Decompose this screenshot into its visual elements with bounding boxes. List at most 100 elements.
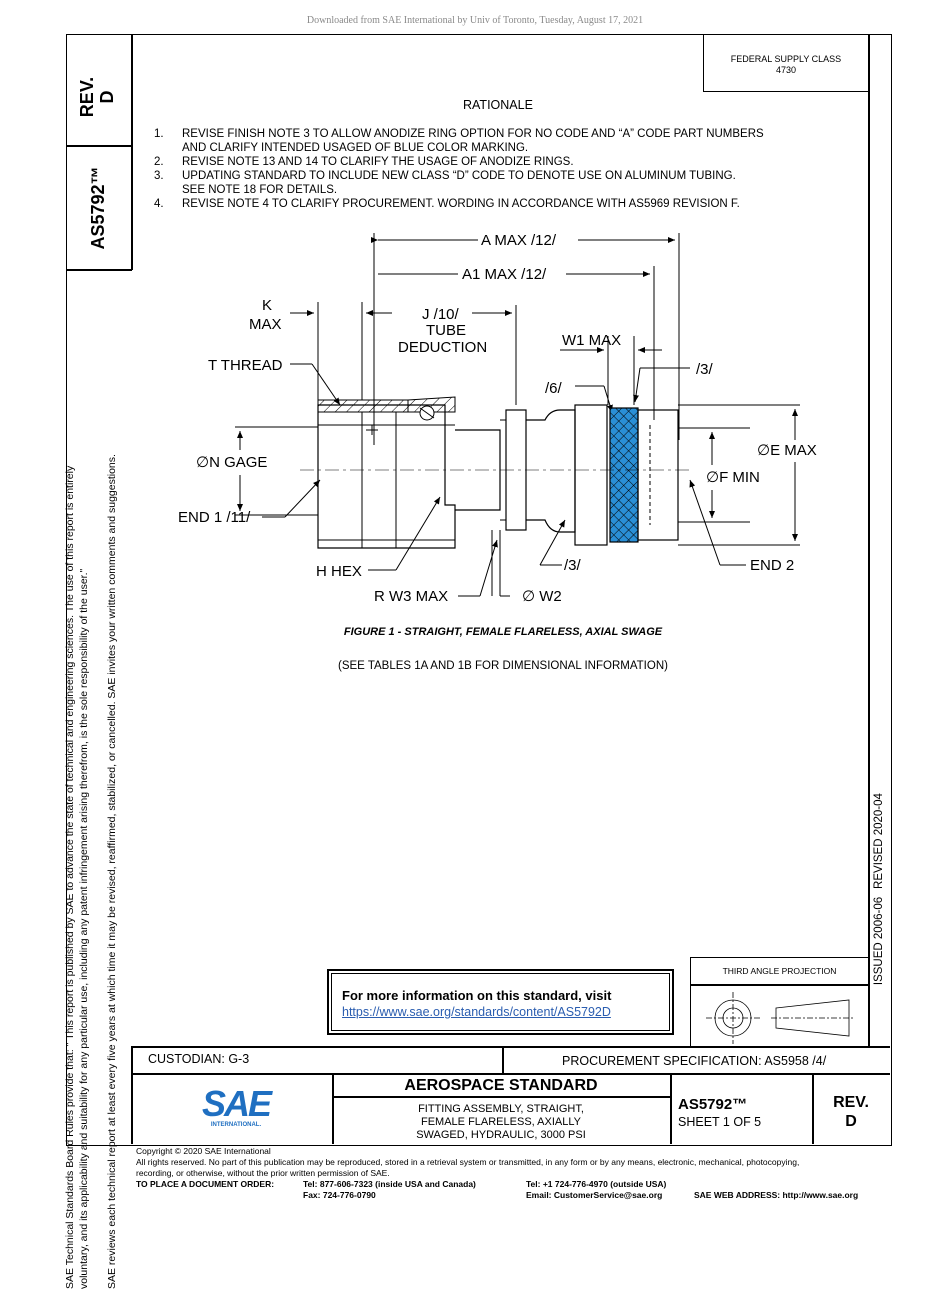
side-doc-number: AS5792™ bbox=[88, 166, 108, 250]
neck bbox=[526, 409, 576, 533]
info-box-link[interactable]: https://www.sae.org/standards/content/AS… bbox=[342, 1005, 611, 1019]
label-deduction: DEDUCTION bbox=[398, 339, 487, 356]
side-disclaimer-3: SAE reviews each technical report at lea… bbox=[106, 454, 118, 1289]
rationale-title: RATIONALE bbox=[463, 98, 533, 112]
title-description-line: FEMALE FLARELESS, AXIALLY bbox=[421, 1116, 581, 1128]
title-block-divider-3 bbox=[670, 1073, 672, 1144]
swage-body bbox=[574, 404, 608, 546]
label-w1-max: W1 MAX bbox=[562, 332, 621, 349]
side-disclaimer-2: voluntary, and its applicability and sui… bbox=[78, 568, 90, 1289]
label-end1: END 1 /11/ bbox=[178, 509, 251, 526]
nut-thread-hatch bbox=[317, 399, 409, 413]
label-n-gage: ∅N GAGE bbox=[196, 454, 267, 471]
info-box: For more information on this standard, v… bbox=[327, 969, 674, 1035]
rationale-list: 1. REVISE FINISH NOTE 3 TO ALLOW ANODIZE … bbox=[154, 127, 854, 211]
label-a-max: A MAX /12/ bbox=[481, 232, 557, 249]
rationale-item-number bbox=[154, 141, 182, 155]
fitting-drawing: A MAX /12/ A1 MAX /12/ K MAX J /10/ TUBE… bbox=[178, 232, 817, 605]
label-t-thread: T THREAD bbox=[208, 357, 283, 374]
sheet-number: SHEET 1 OF 5 bbox=[678, 1115, 762, 1129]
label-k-max: MAX bbox=[249, 316, 282, 333]
marking-ring bbox=[609, 407, 639, 543]
title-block-rule-2 bbox=[131, 1073, 890, 1075]
title-rev-value: D bbox=[845, 1113, 857, 1130]
projection-label: THIRD ANGLE PROJECTION bbox=[722, 966, 837, 976]
footer-email: Email: CustomerService@sae.org bbox=[526, 1190, 663, 1200]
revised-date: REVISED 2020-04 bbox=[873, 793, 885, 889]
title-doc-number: AS5792™ bbox=[678, 1096, 748, 1113]
side-rev-value: D bbox=[97, 90, 117, 104]
rationale-item-number: 3. bbox=[154, 170, 164, 182]
nut-outline bbox=[317, 404, 456, 549]
footer-web: SAE WEB ADDRESS: http://www.sae.org bbox=[694, 1190, 859, 1200]
title-block-divider-4 bbox=[812, 1073, 814, 1144]
issued-date: ISSUED 2006-06 bbox=[873, 896, 885, 986]
right-column-divider bbox=[868, 34, 870, 1046]
label-e-max: ∅E MAX bbox=[757, 442, 817, 459]
side-rev-label: REV. bbox=[77, 76, 97, 118]
footer-tel-us: Tel: 877-606-7323 (inside USA and Canada… bbox=[303, 1179, 476, 1189]
label-k: K bbox=[262, 297, 272, 314]
rationale-item-text: SEE NOTE 18 FOR DETAILS. bbox=[182, 184, 338, 196]
label-f-min: ∅F MIN bbox=[706, 469, 760, 486]
label-w2: ∅ W2 bbox=[522, 588, 562, 605]
title-description-line: FITTING ASSEMBLY, STRAIGHT, bbox=[418, 1103, 584, 1115]
procurement-spec: PROCUREMENT SPECIFICATION: AS5958 /4/ bbox=[562, 1054, 827, 1068]
projection-box: THIRD ANGLE PROJECTION bbox=[690, 957, 869, 1046]
label-h-hex: H HEX bbox=[316, 563, 362, 580]
federal-supply-value: 4730 bbox=[775, 65, 797, 75]
page-frame bbox=[66, 34, 892, 1146]
rationale-item-number bbox=[154, 183, 182, 197]
title-block-divider-2 bbox=[332, 1073, 334, 1144]
sae-logo-sub: INTERNATIONAL. bbox=[210, 1122, 262, 1128]
sae-logo: SAE INTERNATIONAL. bbox=[196, 1083, 276, 1129]
side-disclaimer-1: SAE Technical Standards Board Rules prov… bbox=[64, 465, 76, 1289]
title-rev-label: REV. bbox=[833, 1094, 869, 1111]
label-r-w3: R W3 MAX bbox=[374, 588, 448, 605]
footer-rights-1: All rights reserved. No part of this pub… bbox=[136, 1157, 800, 1167]
info-box-text: For more information on this standard, v… bbox=[342, 988, 612, 1003]
swage-end bbox=[637, 409, 679, 541]
left-column-divider bbox=[131, 34, 133, 270]
rationale-item-text: REVISE FINISH NOTE 3 TO ALLOW ANODIZE RI… bbox=[182, 128, 764, 140]
label-tube: TUBE bbox=[426, 322, 466, 339]
rationale-item-number: 2. bbox=[154, 156, 164, 168]
custodian: CUSTODIAN: G-3 bbox=[148, 1052, 250, 1066]
footer: Copyright © 2020 SAE International All r… bbox=[136, 1146, 896, 1201]
figure-caption: FIGURE 1 - STRAIGHT, FEMALE FLARELESS, A… bbox=[343, 626, 663, 638]
title-block-top-rule bbox=[131, 1046, 890, 1048]
rationale-item-line: SEE NOTE 18 FOR DETAILS. bbox=[154, 183, 854, 197]
footer-rights-2: recording, or otherwise, without the pri… bbox=[136, 1168, 390, 1178]
rationale-item-line: 1. REVISE FINISH NOTE 3 TO ALLOW ANODIZE … bbox=[154, 127, 854, 141]
rationale-item-text: AND CLARIFY INTENDED USAGED OF BLUE COLO… bbox=[182, 142, 529, 154]
rationale-item-line: AND CLARIFY INTENDED USAGED OF BLUE COLO… bbox=[154, 141, 854, 155]
title-block-divider-1 bbox=[502, 1046, 504, 1074]
rationale-item-line: 4. REVISE NOTE 4 TO CLARIFY PROCUREMENT. … bbox=[154, 197, 854, 211]
footer-order-label: TO PLACE A DOCUMENT ORDER: bbox=[136, 1179, 275, 1189]
figure-note: (SEE TABLES 1A AND 1B FOR DIMENSIONAL IN… bbox=[338, 660, 668, 672]
left-column-rule-2 bbox=[66, 269, 132, 271]
label-j: J /10/ bbox=[422, 306, 460, 323]
federal-supply-label: FEDERAL SUPPLY CLASS bbox=[730, 54, 842, 64]
rationale-item-line: 2.REVISE NOTE 13 AND 14 TO CLARIFY THE U… bbox=[154, 155, 854, 169]
label-end2: END 2 bbox=[750, 557, 794, 574]
rationale-item-number: 1. bbox=[154, 128, 164, 140]
left-column-rule-1 bbox=[66, 145, 132, 147]
footer-tel-intl: Tel: +1 724-776-4970 (outside USA) bbox=[526, 1179, 667, 1189]
footer-copyright: Copyright © 2020 SAE International bbox=[136, 1146, 271, 1156]
label-note-6: /6/ bbox=[545, 380, 563, 397]
sae-logo-text: SAE bbox=[201, 1083, 272, 1124]
rationale-item-text: UPDATING STANDARD TO INCLUDE NEW CLASS “… bbox=[182, 170, 736, 182]
rationale-item-text: REVISE NOTE 4 TO CLARIFY PROCUREMENT. WO… bbox=[182, 198, 740, 210]
title-rev: REV. D bbox=[812, 1093, 890, 1131]
rationale-item-line: 3. UPDATING STANDARD TO INCLUDE NEW CLASS… bbox=[154, 169, 854, 183]
rationale-item-number: 4. bbox=[154, 198, 164, 210]
heading-rule bbox=[332, 1096, 670, 1098]
leader-3-top-2 bbox=[633, 367, 641, 403]
side-rev: REV. D bbox=[77, 57, 123, 137]
footer-fax: Fax: 724-776-0790 bbox=[303, 1190, 376, 1200]
label-a1-max: A1 MAX /12/ bbox=[462, 266, 547, 283]
aerospace-heading: AEROSPACE STANDARD bbox=[404, 1077, 598, 1094]
label-note-3-top: /3/ bbox=[696, 361, 714, 378]
title-block-left-border bbox=[131, 1046, 133, 1144]
